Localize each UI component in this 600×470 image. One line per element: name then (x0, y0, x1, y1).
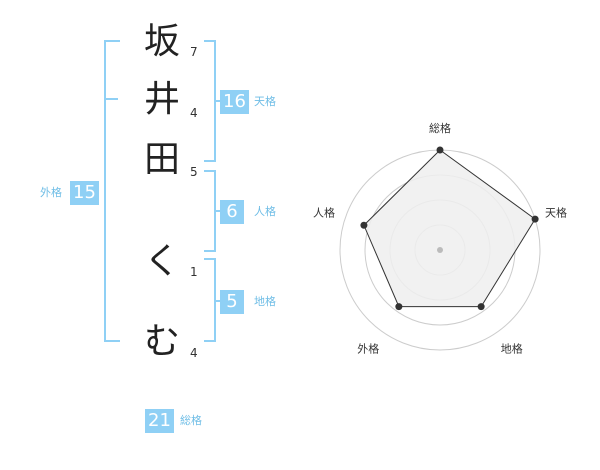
jinkaku-bracket-tick (214, 210, 220, 212)
tenkaku-badge: 16 (220, 90, 249, 114)
stroke-count-3: 5 (190, 165, 198, 179)
name-char-4: く (143, 241, 180, 282)
radar-axis-label-2: 天格 (545, 205, 567, 219)
tenkaku-label: 天格 (254, 95, 276, 108)
radar-point-5 (360, 221, 368, 229)
radar-polygon (363, 149, 536, 308)
chikaku-bracket-tick (214, 300, 220, 302)
stroke-count-4: 1 (190, 265, 198, 279)
chikaku-label: 地格 (254, 295, 276, 308)
chikaku-badge: 5 (220, 290, 244, 314)
name-char-5: む (143, 321, 180, 362)
stroke-count-5: 4 (190, 346, 198, 360)
radar-point-2 (531, 215, 539, 223)
gaikaku-bracket-tick (104, 98, 118, 100)
jinkaku-label: 人格 (254, 205, 276, 218)
name-char-1: 坂 (143, 21, 180, 62)
radar-axis-label-5: 人格 (313, 205, 335, 219)
gaikaku-bracket (104, 40, 120, 342)
soukaku-label: 総格 (180, 414, 202, 427)
radar-center-dot (437, 247, 443, 253)
stroke-count-1: 7 (190, 45, 198, 59)
radar-point-4 (395, 303, 403, 311)
gaikaku-badge: 15 (70, 181, 99, 205)
radar-point-1 (436, 146, 444, 154)
jinkaku-badge: 6 (220, 200, 244, 224)
gaikaku-label: 外格 (40, 186, 62, 199)
tenkaku-bracket-tick (214, 100, 220, 102)
name-char-2: 井 (143, 79, 180, 120)
radar-axis-label-3: 地格 (501, 342, 523, 356)
name-char-3: 田 (143, 139, 180, 180)
soukaku-badge: 21 (145, 409, 174, 433)
radar-point-3 (477, 303, 485, 311)
radar-axis-label-4: 外格 (357, 342, 379, 356)
radar-axis-label-1: 総格 (429, 121, 451, 135)
stroke-count-2: 4 (190, 106, 198, 120)
